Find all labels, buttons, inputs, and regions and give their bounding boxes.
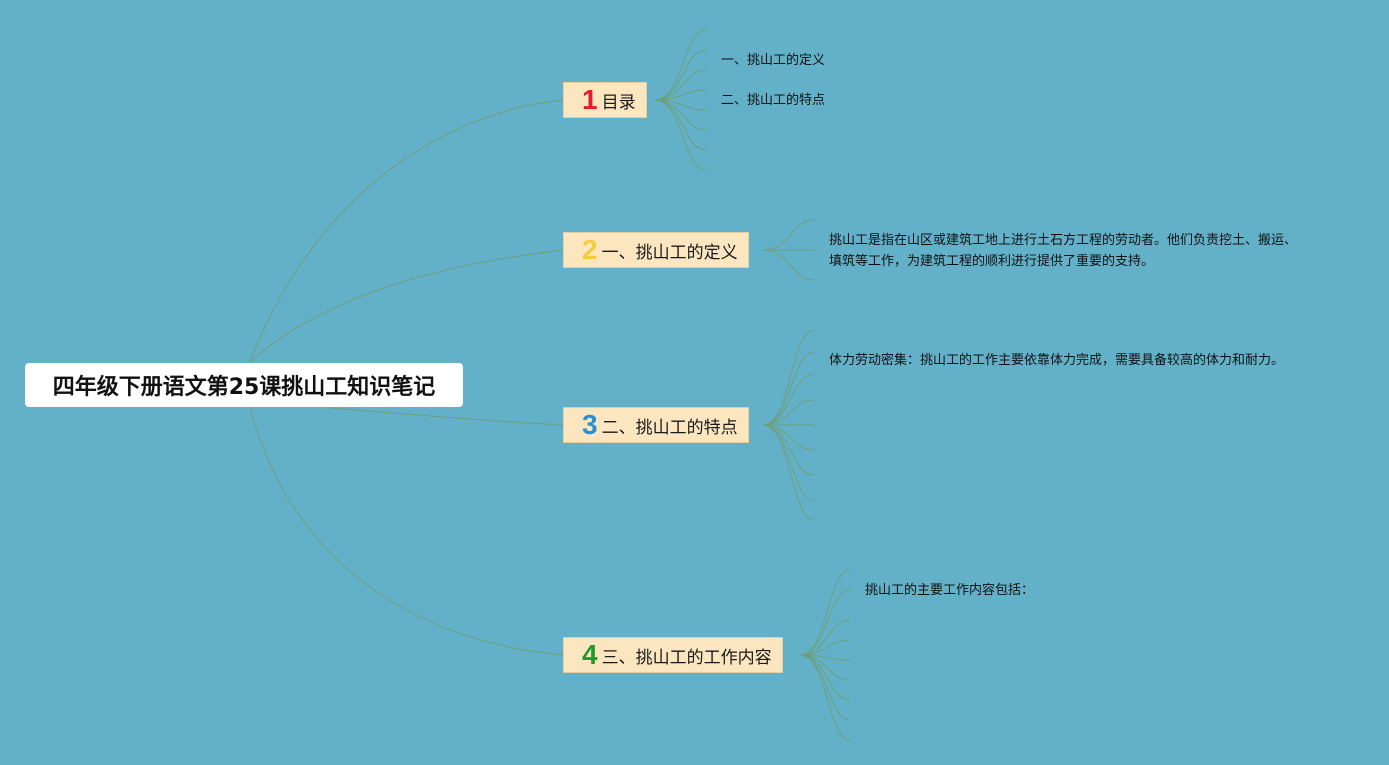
connector-fan-1-7 xyxy=(654,99,707,151)
branch-number-badge: 4 xyxy=(582,639,598,670)
connector-fan-1-4 xyxy=(654,89,707,101)
connector-fan-3-2 xyxy=(762,351,815,426)
connector-fan-4-8 xyxy=(799,654,851,721)
connector-fan-4-9 xyxy=(799,654,851,741)
branch-label: 目录 xyxy=(601,92,636,113)
branch-number-badge: 2 xyxy=(582,234,598,265)
connector-fan-1-5 xyxy=(654,99,707,111)
leaf-node[interactable]: 一、挑山工的定义 xyxy=(721,53,826,68)
connector-fan-3-4 xyxy=(762,399,815,426)
connector-fan-4-2 xyxy=(799,589,851,656)
connector-fan-4-4 xyxy=(799,639,851,656)
connector-root-branch-3 xyxy=(329,407,564,426)
connector-fan-4-5 xyxy=(799,654,851,661)
connector-fan-4-6 xyxy=(799,654,851,681)
connector-root-branch-1 xyxy=(249,99,564,363)
connector-fan-1-2 xyxy=(654,49,707,101)
connector-fan-3-1 xyxy=(762,329,815,426)
connector-fan-3-6 xyxy=(762,424,815,451)
branch-node-work-content[interactable]: 4 三、挑山工的工作内容 xyxy=(563,637,783,673)
connector-fan-1-8 xyxy=(654,99,707,171)
connector-fan-3-8 xyxy=(762,424,815,501)
branch-label: 二、挑山工的特点 xyxy=(601,417,738,438)
branch-node-features[interactable]: 3 二、挑山工的特点 xyxy=(563,407,749,443)
leaf-node[interactable]: 挑山工的主要工作内容包括： xyxy=(865,583,1035,598)
connector-root-branch-2 xyxy=(249,249,564,363)
branch-node-definition[interactable]: 2 一、挑山工的定义 xyxy=(563,232,749,268)
connector-fan-2-1 xyxy=(762,219,815,251)
connector-fan-1-6 xyxy=(654,99,707,131)
connector-fan-4-3 xyxy=(799,619,851,656)
root-node[interactable]: 四年级下册语文第25课挑山工知识笔记 xyxy=(25,363,463,407)
connector-fan-2-3 xyxy=(762,249,815,281)
connector-fan-4-1 xyxy=(799,569,851,656)
connector-fan-4-7 xyxy=(799,654,851,701)
connector-fan-1-3 xyxy=(654,69,707,101)
connector-fan-3-9 xyxy=(762,424,815,521)
branch-node-toc[interactable]: 1 目录 xyxy=(563,82,647,118)
branch-label: 三、挑山工的工作内容 xyxy=(601,647,772,668)
leaf-node[interactable]: 挑山工是指在山区或建筑工地上进行土石方工程的劳动者。他们负责挖土、搬运、填筑等工… xyxy=(829,233,1298,269)
branch-number-badge: 3 xyxy=(582,409,598,440)
connector-fan-1-1 xyxy=(654,29,707,101)
branch-label: 一、挑山工的定义 xyxy=(601,242,738,263)
connector-root-branch-4 xyxy=(249,407,564,656)
branch-number-badge: 1 xyxy=(582,84,598,115)
leaf-node[interactable]: 体力劳动密集：挑山工的工作主要依靠体力完成，需要具备较高的体力和耐力。 xyxy=(829,353,1285,368)
leaf-node[interactable]: 二、挑山工的特点 xyxy=(721,93,826,108)
root-title: 四年级下册语文第25课挑山工知识笔记 xyxy=(52,375,436,400)
connector-fan-3-3 xyxy=(762,373,815,426)
connector-fan-3-7 xyxy=(762,424,815,476)
